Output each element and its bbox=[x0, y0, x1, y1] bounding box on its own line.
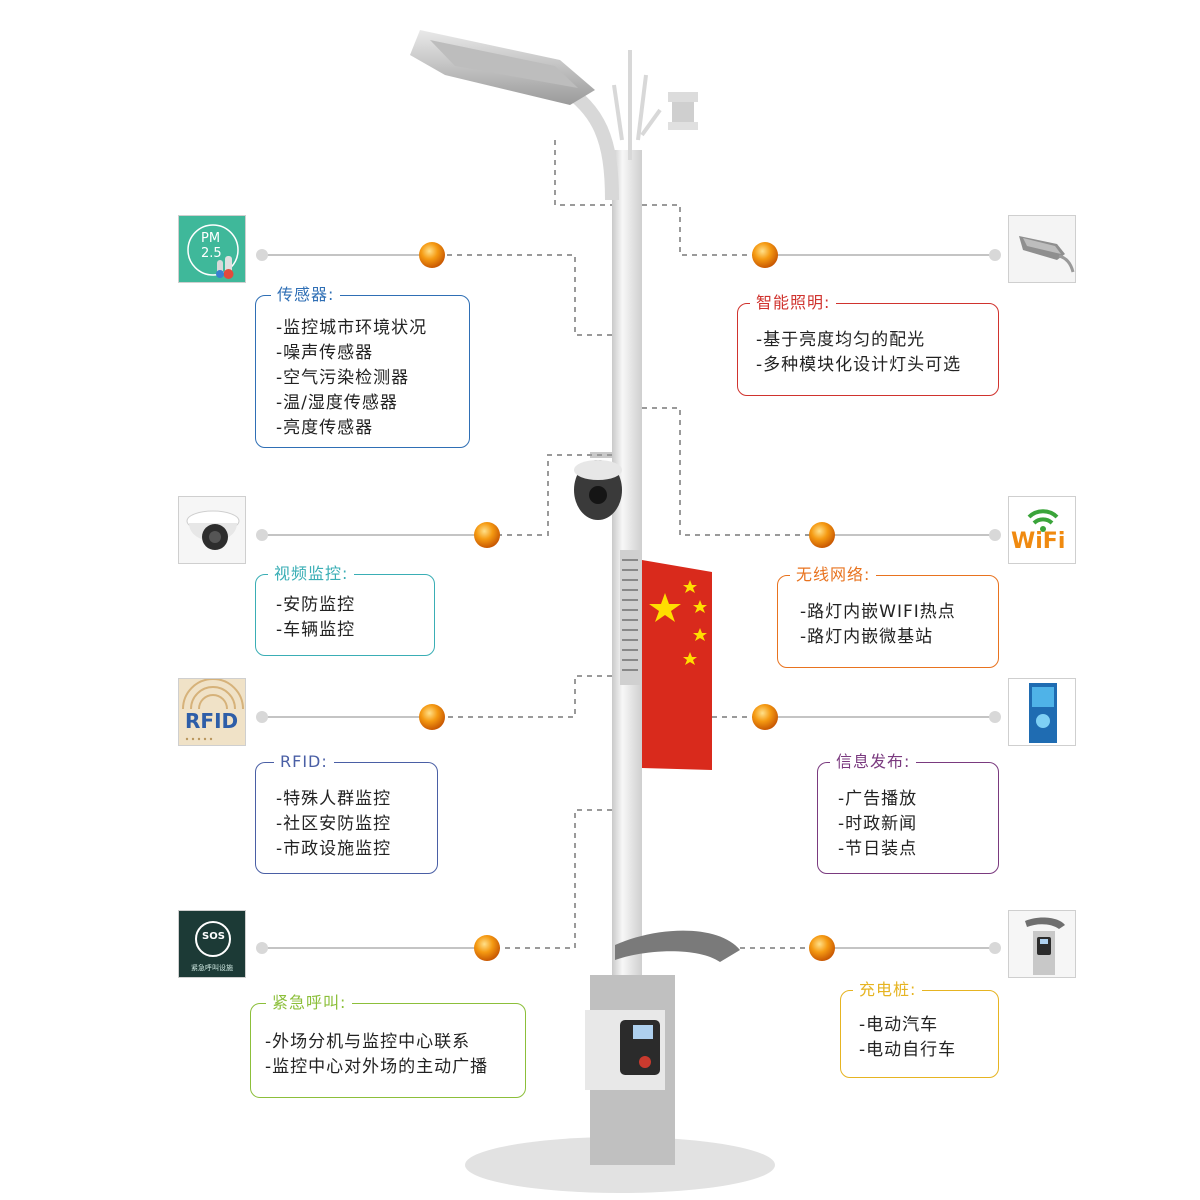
charging-pile-icon bbox=[1008, 910, 1076, 978]
dot-charging bbox=[809, 935, 835, 961]
sos-caption: 紧急呼叫设施 bbox=[191, 964, 233, 972]
dome-camera-icon bbox=[178, 496, 246, 564]
rfid-panel: RFID: -特殊人群监控 -社区安防监控 -市政设施监控 bbox=[255, 751, 438, 874]
video-title: 视频监控: bbox=[268, 563, 355, 585]
charging-pile-base bbox=[585, 930, 740, 1165]
sensor-item: -噪声传感器 bbox=[276, 343, 374, 363]
wireless-item: -路灯内嵌微基站 bbox=[800, 627, 934, 647]
sensor-title: 传感器: bbox=[271, 284, 341, 306]
emergency-items: -外场分机与监控中心联系 -监控中心对外场的主动广播 bbox=[265, 1030, 488, 1080]
sensor-item: -温/湿度传感器 bbox=[276, 393, 398, 413]
ptz-camera-icon bbox=[574, 452, 622, 520]
dome-camera-graphic bbox=[186, 510, 240, 550]
sensor-item: -亮度传感器 bbox=[276, 418, 374, 438]
orange-dots bbox=[419, 242, 835, 961]
lighting-items: -基于亮度均匀的配光 -多种模块化设计灯头可选 bbox=[756, 328, 961, 378]
charging-panel: 充电桩: -电动汽车 -电动自行车 bbox=[840, 979, 999, 1078]
antenna-group bbox=[612, 50, 662, 160]
emergency-item: -监控中心对外场的主动广播 bbox=[265, 1057, 489, 1077]
video-item: -车辆监控 bbox=[276, 620, 356, 640]
rfid-title: RFID: bbox=[274, 751, 334, 773]
rfid-graphic bbox=[182, 679, 244, 741]
dot-sensor bbox=[419, 242, 445, 268]
weather-sensor-icon bbox=[668, 92, 698, 130]
lamp-graphic bbox=[1019, 236, 1075, 273]
charging-pile-graphic bbox=[1025, 917, 1065, 975]
wifi-graphic bbox=[1027, 509, 1059, 532]
dot-emergency bbox=[474, 935, 500, 961]
pm-label: PM bbox=[201, 231, 221, 246]
dot-lighting bbox=[752, 242, 778, 268]
dot-rfid bbox=[419, 704, 445, 730]
wireless-title: 无线网络: bbox=[790, 564, 877, 586]
emergency-item: -外场分机与监控中心联系 bbox=[265, 1032, 471, 1052]
vent-grill bbox=[620, 550, 640, 685]
rfid-items: -特殊人群监控 -社区安防监控 -市政设施监控 bbox=[276, 787, 391, 862]
charging-item: -电动自行车 bbox=[859, 1040, 957, 1060]
info-screen-graphic bbox=[1029, 683, 1057, 743]
sensor-item: -空气污染检测器 bbox=[276, 368, 410, 388]
info-panel: 信息发布: -广告播放 -时政新闻 -节日装点 bbox=[817, 751, 999, 874]
lamp-head-icon bbox=[410, 30, 595, 105]
emergency-title: 紧急呼叫: bbox=[266, 992, 353, 1014]
info-items: -广告播放 -时政新闻 -节日装点 bbox=[838, 787, 917, 862]
wifi-label: WiFi bbox=[1011, 529, 1066, 554]
video-item: -安防监控 bbox=[276, 595, 356, 615]
wireless-items: -路灯内嵌WIFI热点 -路灯内嵌微基站 bbox=[800, 600, 956, 650]
video-items: -安防监控 -车辆监控 bbox=[276, 593, 355, 643]
video-panel: 视频监控: -安防监控 -车辆监控 bbox=[255, 563, 435, 656]
rfid-item: -社区安防监控 bbox=[276, 814, 392, 834]
wireless-item: -路灯内嵌WIFI热点 bbox=[800, 602, 956, 622]
dot-wireless bbox=[809, 522, 835, 548]
info-item: -广告播放 bbox=[838, 789, 918, 809]
pm-value-label: 2.5 bbox=[201, 246, 222, 261]
sos-graphic bbox=[195, 921, 231, 957]
sos-label: SOS bbox=[202, 931, 225, 942]
rfid-label: RFID bbox=[185, 709, 239, 733]
charging-items: -电动汽车 -电动自行车 bbox=[859, 1013, 956, 1063]
street-lamp-head-icon bbox=[1008, 215, 1076, 283]
rfid-item: -市政设施监控 bbox=[276, 839, 392, 859]
dot-video bbox=[474, 522, 500, 548]
wifi-icon: WiFi bbox=[1008, 496, 1076, 564]
sos-call-icon: SOS 紧急呼叫设施 bbox=[178, 910, 246, 978]
dot-info bbox=[752, 704, 778, 730]
rfid-item: -特殊人群监控 bbox=[276, 789, 392, 809]
charging-item: -电动汽车 bbox=[859, 1015, 939, 1035]
pm25-thermometer-icon: PM 2.5 bbox=[178, 215, 246, 283]
lighting-panel: 智能照明: -基于亮度均匀的配光 -多种模块化设计灯头可选 bbox=[737, 292, 999, 396]
info-title: 信息发布: bbox=[830, 751, 917, 773]
rfid-icon: RFID bbox=[178, 678, 246, 746]
lighting-item: -多种模块化设计灯头可选 bbox=[756, 355, 962, 375]
sensor-item: -监控城市环境状况 bbox=[276, 318, 428, 338]
info-item: -节日装点 bbox=[838, 839, 918, 859]
sensor-items: -监控城市环境状况 -噪声传感器 -空气污染检测器 -温/湿度传感器 -亮度传感… bbox=[276, 316, 427, 441]
emergency-panel: 紧急呼叫: -外场分机与监控中心联系 -监控中心对外场的主动广播 bbox=[250, 992, 526, 1098]
info-item: -时政新闻 bbox=[838, 814, 918, 834]
pm25-graphic bbox=[187, 224, 239, 279]
sensor-panel: 传感器: -监控城市环境状况 -噪声传感器 -空气污染检测器 -温/湿度传感器 … bbox=[255, 284, 470, 448]
wireless-panel: 无线网络: -路灯内嵌WIFI热点 -路灯内嵌微基站 bbox=[777, 564, 999, 668]
solid-connectors bbox=[256, 249, 1001, 954]
banner-flag bbox=[642, 560, 712, 770]
info-screen-icon bbox=[1008, 678, 1076, 746]
lighting-item: -基于亮度均匀的配光 bbox=[756, 330, 926, 350]
charging-title: 充电桩: bbox=[853, 979, 923, 1001]
lighting-title: 智能照明: bbox=[750, 292, 837, 314]
